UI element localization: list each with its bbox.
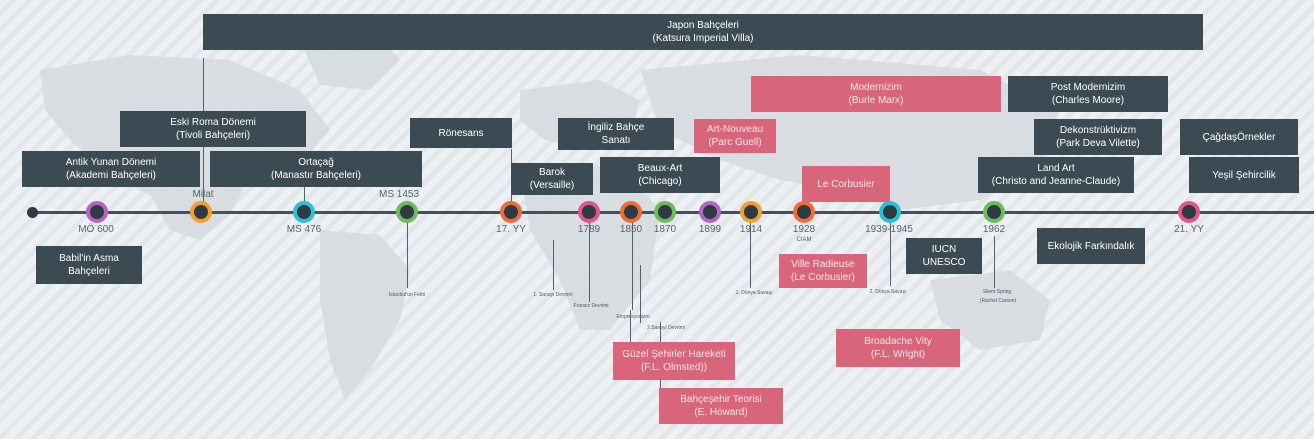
dot-milat	[190, 201, 212, 223]
event-dunya2: 2. Dünya Savaşı	[869, 289, 907, 295]
connector-empresyonizm	[632, 222, 633, 310]
dot-1850	[620, 201, 642, 223]
box-cagdas: ÇağdaşÖrnekler	[1180, 119, 1298, 155]
year-1870: 1870	[653, 224, 677, 235]
box-ekolojik: Ekolojik Farkındalık	[1037, 228, 1145, 264]
box-broadache: Broadache Vity(F.L. Wright)	[836, 329, 960, 367]
box-radieuse: Ville Radieuse(Le Corbusier)	[779, 254, 867, 288]
year-ms476: MS 476	[286, 224, 322, 235]
event-carson: (Rachel Carson)	[979, 298, 1017, 304]
box-modernizm: Modernizim(Burle Marx)	[751, 76, 1001, 112]
dot-1899	[699, 201, 721, 223]
connector-silent	[994, 236, 995, 288]
year-ms1453: MS 1453	[378, 189, 420, 200]
north-america-shape	[40, 55, 330, 240]
year-1939-1945: 1939-1945	[865, 224, 913, 235]
box-barok: Barok(Versaille)	[511, 163, 593, 195]
year-1899: 1899	[698, 224, 722, 235]
event-fransiz: Fransız Devrimi	[573, 303, 609, 309]
connector-sanayi2	[640, 265, 641, 323]
connector-dunya1	[750, 222, 751, 288]
connector-guzel	[630, 310, 631, 343]
box-ortacag: Ortaçağ(Manastır Bahçeleri)	[210, 151, 422, 187]
dot-mo600	[86, 201, 108, 223]
dot-17yy	[500, 201, 522, 223]
label-ciam: CIAM	[796, 237, 812, 243]
box-corbusier: Le Corbusier	[802, 166, 890, 202]
box-ronesans: Rönesans	[410, 118, 512, 148]
south-america-shape	[320, 230, 410, 400]
connector-sanayi1	[553, 240, 554, 290]
event-sanayi2: 2.Sanayi Devrimi	[647, 325, 685, 331]
box-yesil: Yeşil Şehircilik	[1189, 157, 1299, 193]
box-japon: Japon Bahçeleri(Katsura Imperial Villa)	[203, 14, 1203, 50]
event-istanbul: İstanbul'un Fethi	[388, 292, 426, 298]
year-1850: 1850	[619, 224, 643, 235]
dot-1870	[654, 201, 676, 223]
year-1789: 1789	[577, 224, 601, 235]
year-milat: Milat	[192, 189, 214, 200]
dot-1939	[879, 201, 901, 223]
box-nouveau: Art-Nouveau(Parc Guell)	[694, 119, 776, 153]
dot-1789	[578, 201, 600, 223]
dot-1928	[793, 201, 815, 223]
box-roma: Eski Roma Dönemi(Tivoli Bahçeleri)	[120, 111, 306, 147]
box-guzel: Güzel Şehirler Hareketi(F.L. Olmsted))	[613, 342, 735, 380]
box-post: Post Modernizim(Charles Moore)	[1008, 76, 1168, 112]
dot-ms476	[293, 201, 315, 223]
box-land: Land Art(Christo and Jeanne-Claude)	[978, 157, 1134, 193]
year-21yy: 21. YY	[1174, 224, 1204, 235]
dot-1914	[740, 201, 762, 223]
event-sanayi1: 1. Sanayi Devrimi	[533, 292, 573, 298]
event-silent: Silent Spring	[982, 289, 1012, 295]
dot-1962	[983, 201, 1005, 223]
timeline-start-dot	[27, 207, 38, 218]
connector-istanbul	[407, 222, 408, 288]
dot-ms1453	[396, 201, 418, 223]
australia-shape	[930, 270, 1050, 350]
event-empresyonizm: Empresyonizm	[616, 314, 650, 320]
event-dunya1: 1. Dünya Savaşı	[735, 290, 773, 296]
connector-fransiz	[589, 222, 590, 302]
box-dekon: Dekonstrüktivizm(Park Deva Vilette)	[1034, 119, 1162, 155]
box-yunan: Antik Yunan Dönemi(Akademi Bahçeleri)	[22, 151, 200, 187]
year-1928: 1928	[792, 224, 816, 235]
year-mo600: MÖ 600	[78, 224, 114, 235]
connector-dunya2	[890, 222, 891, 286]
box-bahcesehir: Bahçeşehir Teorisi(E. Howard)	[659, 388, 783, 424]
dot-21yy	[1178, 201, 1200, 223]
year-17yy: 17. YY	[496, 224, 526, 235]
box-beaux: Beaux-Art(Chicago)	[600, 157, 720, 193]
connector-ortacag	[304, 186, 305, 208]
year-1962: 1962	[982, 224, 1006, 235]
year-1914: 1914	[739, 224, 763, 235]
